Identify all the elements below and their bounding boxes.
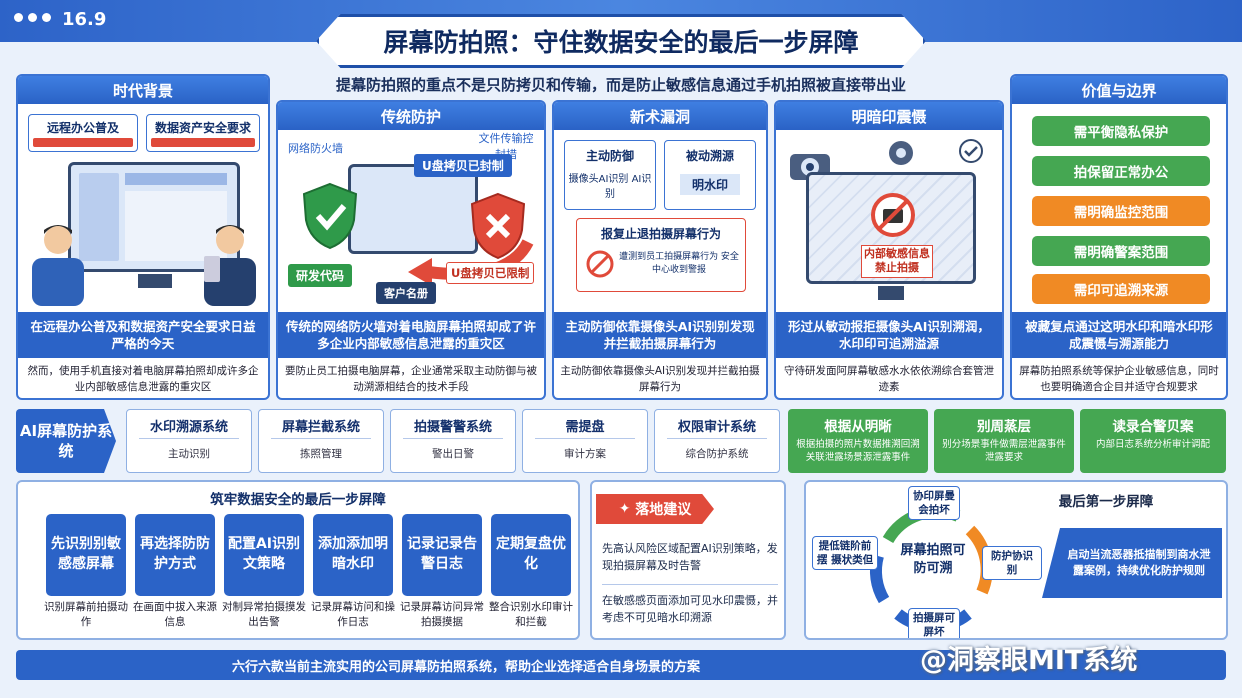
system-4: 需提盘审计方案 <box>522 409 648 473</box>
green-system-3: 读录合警贝案内部日志系统分析审计调配 <box>1080 409 1226 473</box>
tag-data-security: 数据资产安全要求 <box>146 114 260 152</box>
page-subtitle: 提幕防拍照的重点不是只防拷贝和传输，而是防止敏感信息通过手机拍照被直接带出业 <box>335 76 906 94</box>
panel-watermark: 明暗印震慑 内部敏感信息禁止拍摄 形过从敏动报拒摄像头AI识别溯润，水印印可追溯… <box>774 100 1004 400</box>
panel-watermark-desc: 守待研发面阿屏幕敏感水水依依溯综合套管泄迹素 <box>784 365 994 393</box>
advice-p1: 先高认风险区域配置AI识别策略，发现拍摄屏幕及时告警 <box>602 542 778 573</box>
label-client: 客户名册 <box>376 282 436 304</box>
panel-cycle: 最后第一步屏障 屏幕拍照可防可溯 协印屏曼会拍坏 防护协识别 拍摄屏可屏坏 提低… <box>804 480 1228 640</box>
monitor-stand <box>138 274 172 288</box>
panel-watermark-title: 明暗印震慑 <box>776 102 1002 130</box>
step-5: 记录记录告警日志 <box>402 514 482 596</box>
cycle-title: 最后第一步屏障 <box>1058 494 1154 510</box>
label-code: 研发代码 <box>288 264 353 287</box>
value-item-5: 需印可追溯来源 <box>1032 274 1210 304</box>
version-label: 16.9 <box>62 9 107 30</box>
system-1: 水印溯源系统主动识别 <box>126 409 252 473</box>
webcam-icon <box>889 141 913 165</box>
value-item-1: 需平衡隐私保护 <box>1032 116 1210 146</box>
check-circle-icon <box>959 139 983 163</box>
panel-traditional-title: 传统防护 <box>278 102 544 130</box>
value-item-4: 需明确警案范围 <box>1032 236 1210 266</box>
panel-newgap-title: 新术漏洞 <box>554 102 766 130</box>
panel-value-desc: 屏幕防拍照系统等保护企业敏感信息，同时也要明确適合企目并适守合规要求 <box>1019 365 1219 393</box>
cycle-node-3: 拍摄屏可屏坏 <box>908 608 960 638</box>
step-2: 再选择防防护方式 <box>135 514 215 596</box>
panel-value-band: 被藏复点通过这明水印和暗水印形成震慑与溯源能力 <box>1012 312 1226 358</box>
label-no-photo: 内部敏感信息禁止拍摄 <box>861 245 933 278</box>
panel-newgap: 新术漏洞 主动防御摄像头AI识别 AI识别 被动溯源明水印 报复止退拍摄屏幕行为… <box>552 100 768 400</box>
footer-bar: 六行六款当前主流实用的公司屏幕防拍照系统，帮助企业选择适合自身场景的方案 <box>16 650 1226 680</box>
step-3-desc: 对制异常拍摄摸发出告警 <box>222 601 306 629</box>
step-6: 定期复盘优化 <box>491 514 571 596</box>
panel-background: 时代背景 远程办公普及 数据资产安全要求 在远程办公普及和数据资产安全要求日益严… <box>16 74 270 400</box>
step-2-desc: 在画面中拔入来源信息 <box>133 601 217 629</box>
green-system-2: 别周蒸层别分场景事件做需层泄露事件泄露要求 <box>934 409 1074 473</box>
label-usb-sealed: U盘拷贝已封制 <box>414 154 512 177</box>
cycle-node-2: 防护协识别 <box>982 546 1042 581</box>
person-left-icon <box>32 225 84 306</box>
step-5-desc: 记录屏幕访问异常拍摄摸据 <box>400 601 484 629</box>
watermark-monitor: 内部敏感信息禁止拍摄 <box>806 172 976 284</box>
label-firewall: 网络防火墙 <box>288 142 343 155</box>
system-5: 权限审计系统综合防护系统 <box>654 409 780 473</box>
steps-title: 筑牢数据安全的最后一步屏障 <box>210 492 386 508</box>
panel-watermark-band: 形过从敏动报拒摄像头AI识别溯润，水印印可追溯溢源 <box>776 312 1002 358</box>
panel-traditional-band: 传统的网络防火墙对着电脑屏幕拍照却成了许多企业内部敏感信息泄露的重灾区 <box>278 312 544 358</box>
step-1-desc: 识别屏幕前拍摄动作 <box>44 601 128 629</box>
systems-title: AI屏幕防护系统 <box>16 409 116 473</box>
panel-background-desc: 然而，使用手机直接对着电脑屏幕拍照却成许多企业内部敏感信息泄露的重灾区 <box>27 365 259 393</box>
value-item-2: 拍保留正常办公 <box>1032 156 1210 186</box>
window-dots <box>14 13 51 22</box>
page-title: 屏幕防拍照：守住数据安全的最后一步屏障 <box>316 14 926 68</box>
cycle-note: 启动当流恶器抵描制到商水泄露案例，持续优化防护规则 <box>1042 528 1222 598</box>
label-usb-limited: U盘拷贝已限制 <box>446 262 535 284</box>
system-2: 屏幕拦截系统拣照管理 <box>258 409 384 473</box>
panel-newgap-desc: 主动防御依靠摄像头AI识别发现并拦截拍摄屏幕行为 <box>560 365 760 393</box>
person-right-icon <box>204 225 256 306</box>
box-active-defense: 主动防御摄像头AI识别 AI识别 <box>564 140 656 210</box>
watermark-text: @洞察眼MIT系统 <box>920 645 1138 676</box>
panel-traditional: 传统防护 网络防火墙 文件传输控封措 U盘拷贝已封制 U盘拷贝已限制 研发代码 … <box>276 100 546 400</box>
panel-newgap-band: 主动防御依靠摄像头AI识别别发现并拦截拍摄屏幕行为 <box>554 312 766 358</box>
shield-x-icon <box>470 192 526 260</box>
advice-title: ✦ 落地建议 <box>596 494 714 524</box>
step-1: 先识别别敏感感屏幕 <box>46 514 126 596</box>
step-3: 配置AI识别文策略 <box>224 514 304 596</box>
footer-text: 六行六款当前主流实用的公司屏幕防拍照系统，帮助企业选择适合自身场景的方案 <box>231 660 700 675</box>
panel-value-title: 价值与边界 <box>1012 76 1226 104</box>
advice-p2: 在敏感感页面添加可见水印震慑，并考虑不可见暗水印溯源 <box>602 594 778 625</box>
step-4: 添加添加明暗水印 <box>313 514 393 596</box>
cycle-center: 屏幕拍照可防可溯 <box>900 543 966 576</box>
cycle-node-4: 提低链阶前摆 摄状类但 <box>812 536 878 571</box>
system-3: 拍摄警警系统警出日警 <box>390 409 516 473</box>
no-camera-icon <box>871 193 915 237</box>
box-passive-trace: 被动溯源明水印 <box>664 140 756 210</box>
panel-advice: ✦ 落地建议 先高认风险区域配置AI识别策略，发现拍摄屏幕及时告警 在敏感感页面… <box>590 480 786 640</box>
panel-value: 价值与边界 需平衡隐私保护 拍保留正常办公 需明确监控范围 需明确警案范围 需印… <box>1010 74 1228 400</box>
no-photo-icon <box>586 250 614 278</box>
step-4-desc: 记录屏幕访问和操作日志 <box>311 601 395 629</box>
alert-box: 报复止退拍摄屏幕行为 遭测到员工拍摄屏幕行为 安全中心收到警报 <box>576 218 746 292</box>
shield-check-icon <box>302 182 358 250</box>
panel-traditional-desc: 要防止员工拍摄电脑屏幕，企业通常采取主动防御与被动溯源相结合的技术手段 <box>285 365 537 393</box>
panel-background-band: 在远程办公普及和数据资产安全要求日益严格的今天 <box>18 312 268 358</box>
panel-background-title: 时代背景 <box>18 76 268 104</box>
step-6-desc: 整合识别水印审计和拦截 <box>489 601 573 629</box>
tag-remote-work: 远程办公普及 <box>28 114 138 152</box>
value-item-3: 需明确监控范围 <box>1032 196 1210 226</box>
star-icon: ✦ <box>618 501 636 517</box>
monitor-illustration <box>68 162 240 272</box>
watermark-monitor-stand <box>878 286 904 300</box>
cycle-node-1: 协印屏曼会拍坏 <box>908 486 960 521</box>
green-system-1: 根据从明晰根据拍摄的照片数据推溯回溯关联泄露场景源泄露事件 <box>788 409 928 473</box>
